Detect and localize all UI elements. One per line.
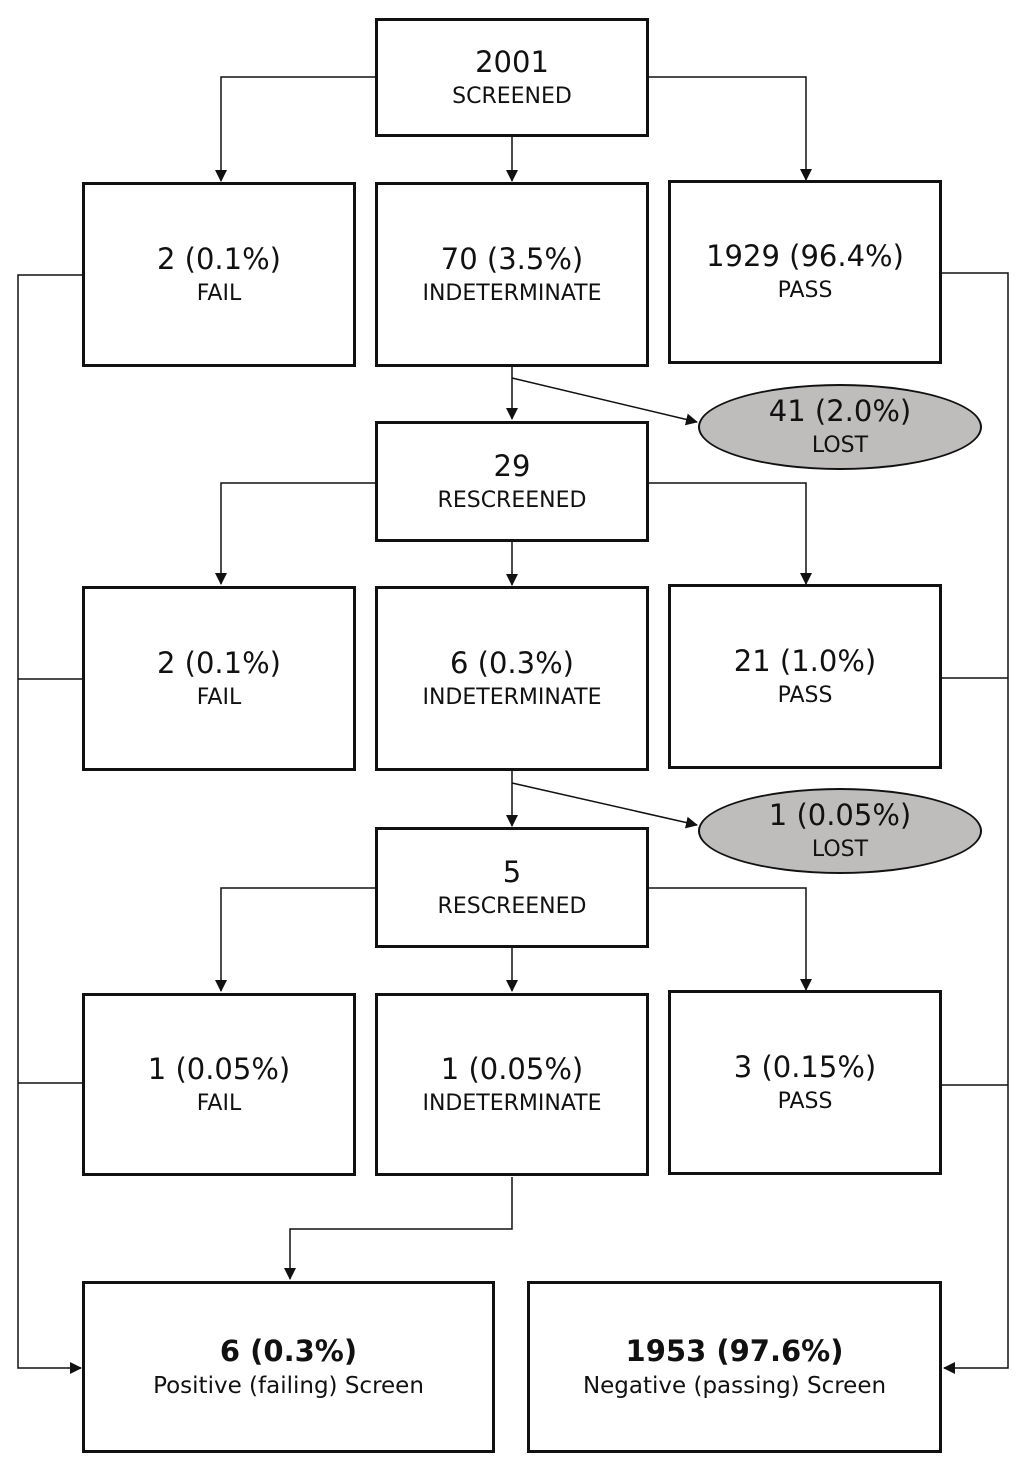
round2-fail-box: 2 (0.1%) FAIL [82, 586, 356, 771]
round1-indeterminate-label: INDETERMINATE [422, 280, 602, 306]
round1-lost-label: LOST [811, 433, 869, 458]
connector-pass-collector [941, 272, 1009, 1374]
arrow-rescreened2-to-fail [215, 887, 376, 992]
round1-lost-oval: 41 (2.0%) LOST [698, 384, 982, 470]
round2-indeterminate-count: 6 (0.3%) [450, 645, 574, 680]
positive-screen-count: 6 (0.3%) [219, 1334, 358, 1368]
negative-screen-count: 1953 (97.6%) [625, 1334, 844, 1368]
round3-pass-box: 3 (0.15%) PASS [668, 990, 942, 1175]
arrow-rescreened1-to-fail [215, 482, 376, 585]
rescreened1-box: 29 RESCREENED [375, 421, 649, 542]
round1-pass-label: PASS [777, 278, 833, 303]
round3-pass-count: 3 (0.15%) [733, 1049, 877, 1084]
round1-fail-count: 2 (0.1%) [157, 241, 281, 276]
round3-fail-label: FAIL [196, 1090, 242, 1116]
round2-pass-count: 21 (1.0%) [733, 643, 877, 678]
rescreened1-count: 29 [493, 448, 531, 483]
round2-lost-oval: 1 (0.05%) LOST [698, 788, 982, 874]
round3-fail-count: 1 (0.05%) [147, 1051, 291, 1086]
negative-screen-box: 1953 (97.6%) Negative (passing) Screen [527, 1281, 942, 1453]
arrow-indeterminate1-to-lost [511, 377, 698, 426]
round1-pass-box: 1929 (96.4%) PASS [668, 180, 942, 364]
round3-pass-label: PASS [777, 1088, 833, 1114]
rescreened2-count: 5 [502, 854, 522, 889]
arrow-rescreened1-to-pass [649, 482, 812, 585]
round3-indeterminate-box: 1 (0.05%) INDETERMINATE [375, 993, 649, 1176]
positive-screen-label: Positive (failing) Screen [153, 1373, 424, 1399]
arrow-indeterminate2-to-lost [511, 782, 698, 829]
rescreened1-label: RESCREENED [437, 487, 587, 513]
round1-fail-box: 2 (0.1%) FAIL [82, 182, 356, 367]
rescreened2-label: RESCREENED [437, 893, 587, 919]
round1-fail-label: FAIL [196, 280, 242, 306]
round2-pass-box: 21 (1.0%) PASS [668, 584, 942, 769]
round3-fail-box: 1 (0.05%) FAIL [82, 993, 356, 1176]
round2-pass-label: PASS [777, 682, 833, 708]
round2-indeterminate-label: INDETERMINATE [422, 684, 602, 710]
rescreened2-box: 5 RESCREENED [375, 827, 649, 948]
arrow-rescreened2-to-pass [649, 887, 812, 991]
screened-count: 2001 [475, 44, 549, 79]
round2-indeterminate-box: 6 (0.3%) INDETERMINATE [375, 586, 649, 771]
round1-pass-count: 1929 (96.4%) [706, 239, 904, 273]
round1-indeterminate-box: 70 (3.5%) INDETERMINATE [375, 182, 649, 367]
round1-lost-count: 41 (2.0%) [768, 394, 912, 428]
arrow-screened-to-fail [215, 76, 376, 182]
round1-indeterminate-count: 70 (3.5%) [440, 241, 584, 276]
round2-lost-count: 1 (0.05%) [768, 798, 912, 832]
negative-screen-label: Negative (passing) Screen [582, 1373, 887, 1399]
arrow-indeterminate3-to-positive [284, 1177, 513, 1280]
screened-box: 2001 SCREENED [375, 18, 649, 137]
round3-indeterminate-label: INDETERMINATE [422, 1090, 602, 1116]
round2-fail-count: 2 (0.1%) [157, 645, 281, 680]
round2-fail-label: FAIL [196, 684, 242, 710]
round2-lost-label: LOST [811, 837, 869, 862]
connector-fail-collector [17, 274, 83, 1374]
arrow-screened-to-pass [649, 76, 812, 181]
round3-indeterminate-count: 1 (0.05%) [440, 1051, 584, 1086]
positive-screen-box: 6 (0.3%) Positive (failing) Screen [82, 1281, 495, 1453]
screened-label: SCREENED [452, 83, 572, 109]
